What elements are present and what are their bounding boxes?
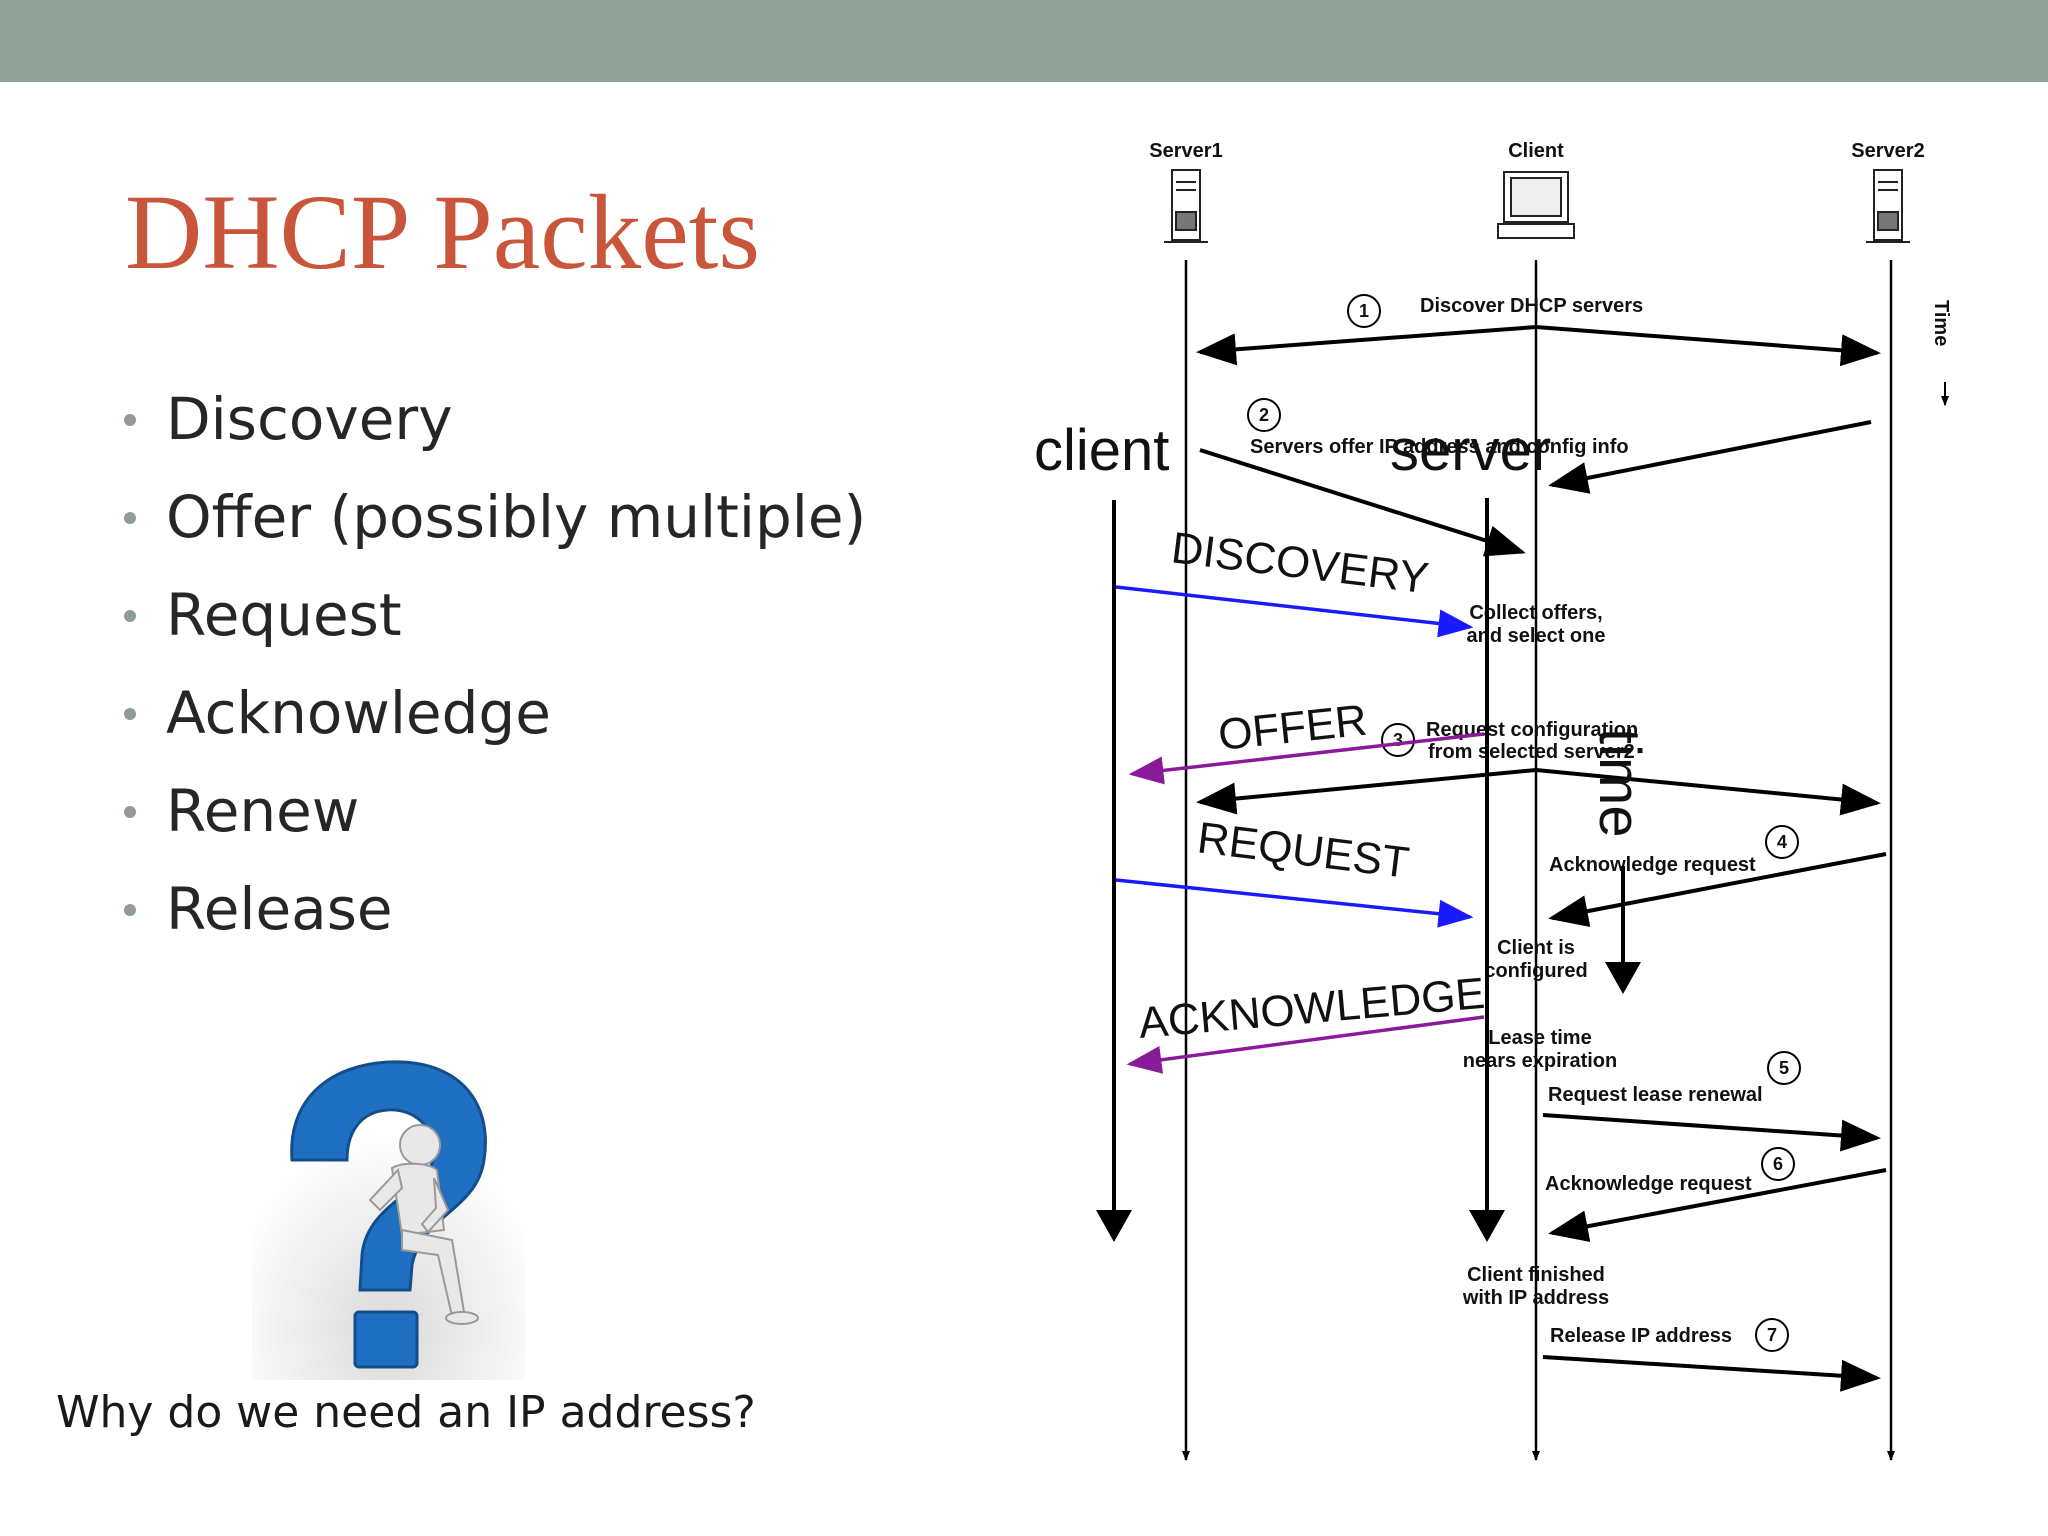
step-3-number: 3 — [1393, 730, 1403, 750]
overlay-discovery-label: DISCOVERY — [1169, 523, 1431, 603]
question-dot-icon — [353, 1310, 419, 1369]
step-6-badge — [1761, 1147, 1795, 1181]
bullet-text: Offer (possibly multiple) — [166, 483, 867, 551]
step-3-badge — [1381, 723, 1415, 757]
discover-arrow-server1 — [1196, 325, 1537, 366]
bullet-dot-icon — [124, 708, 136, 720]
step-7-badge — [1755, 1318, 1789, 1352]
bullet-dot-icon — [124, 904, 136, 916]
overlay-request-label: REQUEST — [1195, 813, 1412, 888]
step-6-label: Acknowledge request — [1545, 1173, 1752, 1195]
step-5-badge — [1767, 1051, 1801, 1085]
step-1-badge — [1347, 294, 1381, 328]
lease-time-note-line1: Lease time — [1488, 1027, 1591, 1049]
step-4-label: Acknowledge request — [1549, 854, 1756, 876]
slide-title: DHCP Packets — [125, 174, 761, 292]
step-4-badge — [1765, 825, 1799, 859]
server2-label: Server2 — [1851, 140, 1924, 162]
server1-label: Server1 — [1149, 140, 1222, 162]
step-7-label: Release IP address — [1550, 1325, 1732, 1347]
request-arrow-server2 — [1535, 768, 1881, 816]
time-axis-label: Time — [1930, 300, 1952, 346]
client-computer-icon — [1497, 171, 1575, 239]
lease-time-note-line2: nears expiration — [1463, 1050, 1618, 1072]
bullet-text: Release — [166, 875, 393, 943]
bullet-text: Renew — [166, 777, 360, 845]
bullet-item: Request — [120, 566, 866, 664]
offer-arrow-server2 — [1548, 420, 1872, 494]
step-1-number: 1 — [1359, 301, 1369, 321]
step-2-label: Servers offer IP address and config info — [1250, 436, 1629, 458]
step-5-label: Request lease renewal — [1548, 1084, 1763, 1106]
step-3-label-line2: from selected server2 — [1428, 741, 1635, 763]
thinking-person-icon — [368, 1124, 479, 1325]
bullet-item: Discovery — [120, 370, 866, 468]
step-5-number: 5 — [1779, 1058, 1789, 1078]
client-configured-note-line2: configured — [1484, 960, 1587, 982]
bullet-list: Discovery Offer (possibly multiple) Requ… — [120, 370, 866, 958]
bullet-dot-icon — [124, 806, 136, 818]
acknowledge-arrow — [1126, 1015, 1485, 1074]
ack-arrow-server2 — [1548, 852, 1887, 927]
step-2-number: 2 — [1259, 405, 1269, 425]
offer-arrow-server1 — [1199, 448, 1526, 557]
question-figure-image — [252, 1050, 525, 1380]
server2-tower-icon — [1866, 169, 1910, 243]
overlay-client-timeline-arrowhead — [1096, 1210, 1132, 1242]
bullet-text: Discovery — [166, 385, 453, 453]
discover-arrow-server2 — [1535, 325, 1881, 367]
step-4-number: 4 — [1777, 832, 1787, 852]
top-banner — [0, 0, 2048, 82]
bullet-text: Request — [166, 581, 402, 649]
client-finished-note-line2: with IP address — [1462, 1287, 1609, 1309]
bullet-item: Release — [120, 860, 866, 958]
discovery-arrow — [1115, 585, 1474, 638]
overlay-acknowledge-label: ACKNOWLEDGE — [1137, 969, 1487, 1048]
renew-ack-arrow-server2 — [1548, 1168, 1887, 1243]
offer-arrow — [1128, 732, 1485, 785]
bullet-item: Acknowledge — [120, 664, 866, 762]
request-arrow-server1 — [1196, 768, 1537, 815]
step-6-number: 6 — [1773, 1154, 1783, 1174]
release-arrow-server2 — [1542, 1355, 1881, 1392]
bullet-dot-icon — [124, 414, 136, 426]
client-finished-note-line1: Client finished — [1467, 1264, 1605, 1286]
overlay-client-label: client — [1034, 418, 1169, 483]
request-arrow — [1115, 878, 1474, 928]
bullet-item: Renew — [120, 762, 866, 860]
step-1-label: Discover DHCP servers — [1420, 295, 1643, 317]
bullet-text: Acknowledge — [166, 679, 551, 747]
bullet-item: Offer (possibly multiple) — [120, 468, 866, 566]
dhcp-sequence-diagram: Server1 Client Server2 Time 1 Discover D… — [1034, 140, 1952, 1461]
overlay-server-label: server — [1390, 418, 1551, 483]
overlay-time-label: time — [1587, 728, 1652, 838]
step-2-badge — [1247, 398, 1281, 432]
question-caption: Why do we need an IP address? — [56, 1387, 756, 1438]
client-label: Client — [1508, 140, 1564, 162]
overlay-server-timeline-arrowhead — [1469, 1210, 1505, 1242]
bullet-dot-icon — [124, 610, 136, 622]
step-7-number: 7 — [1767, 1325, 1777, 1345]
bullet-dot-icon — [124, 512, 136, 524]
client-configured-note-line1: Client is — [1497, 937, 1575, 959]
select-one-note: and select one — [1467, 625, 1606, 647]
overlay-time-arrowhead — [1605, 962, 1641, 994]
renew-arrow-server2 — [1542, 1113, 1881, 1152]
server1-tower-icon — [1164, 169, 1208, 243]
collect-offers-note: Collect offers, — [1469, 602, 1602, 624]
handdrawn-overlay: client server time DISCOVERY OFFER REQUE… — [1034, 418, 1652, 1242]
